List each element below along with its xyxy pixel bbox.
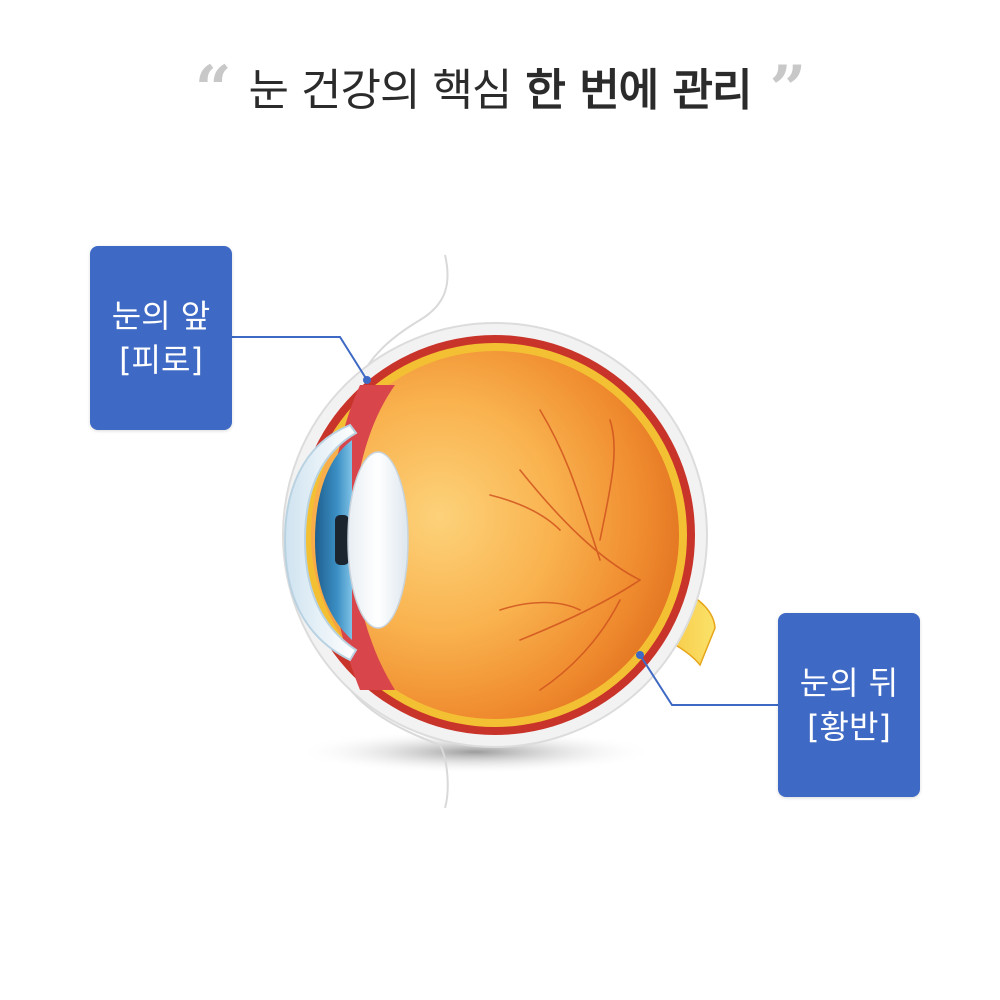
front-label-line1: 눈의 앞 <box>111 297 211 335</box>
close-quote-mark: ” <box>769 52 806 127</box>
front-leader-line <box>232 336 368 381</box>
lens <box>347 451 409 629</box>
back-label-line1: 눈의 뒤 <box>799 664 899 702</box>
back-of-eye-label: 눈의 뒤 [황반] <box>778 613 920 797</box>
headline-bold-text: 한 번에 관리 <box>525 65 752 116</box>
iris <box>315 440 352 640</box>
conjunctiva-lower-line <box>339 674 449 809</box>
front-label-line2: [피로] <box>119 341 203 379</box>
back-leader-dot <box>636 651 644 659</box>
retinal-vessels <box>489 409 641 691</box>
open-quote-mark: “ <box>194 52 232 127</box>
front-of-eye-label: 눈의 앞 [피로] <box>90 246 232 430</box>
pupil <box>335 515 349 565</box>
cornea <box>283 423 358 662</box>
eye-shadow <box>295 730 655 774</box>
vitreous-body <box>311 351 679 719</box>
headline-normal-text: 눈 건강의 핵심 <box>248 65 513 116</box>
front-leader-dot <box>363 376 371 384</box>
back-label-line2: [황반] <box>807 708 891 746</box>
back-leader-line <box>639 654 778 706</box>
